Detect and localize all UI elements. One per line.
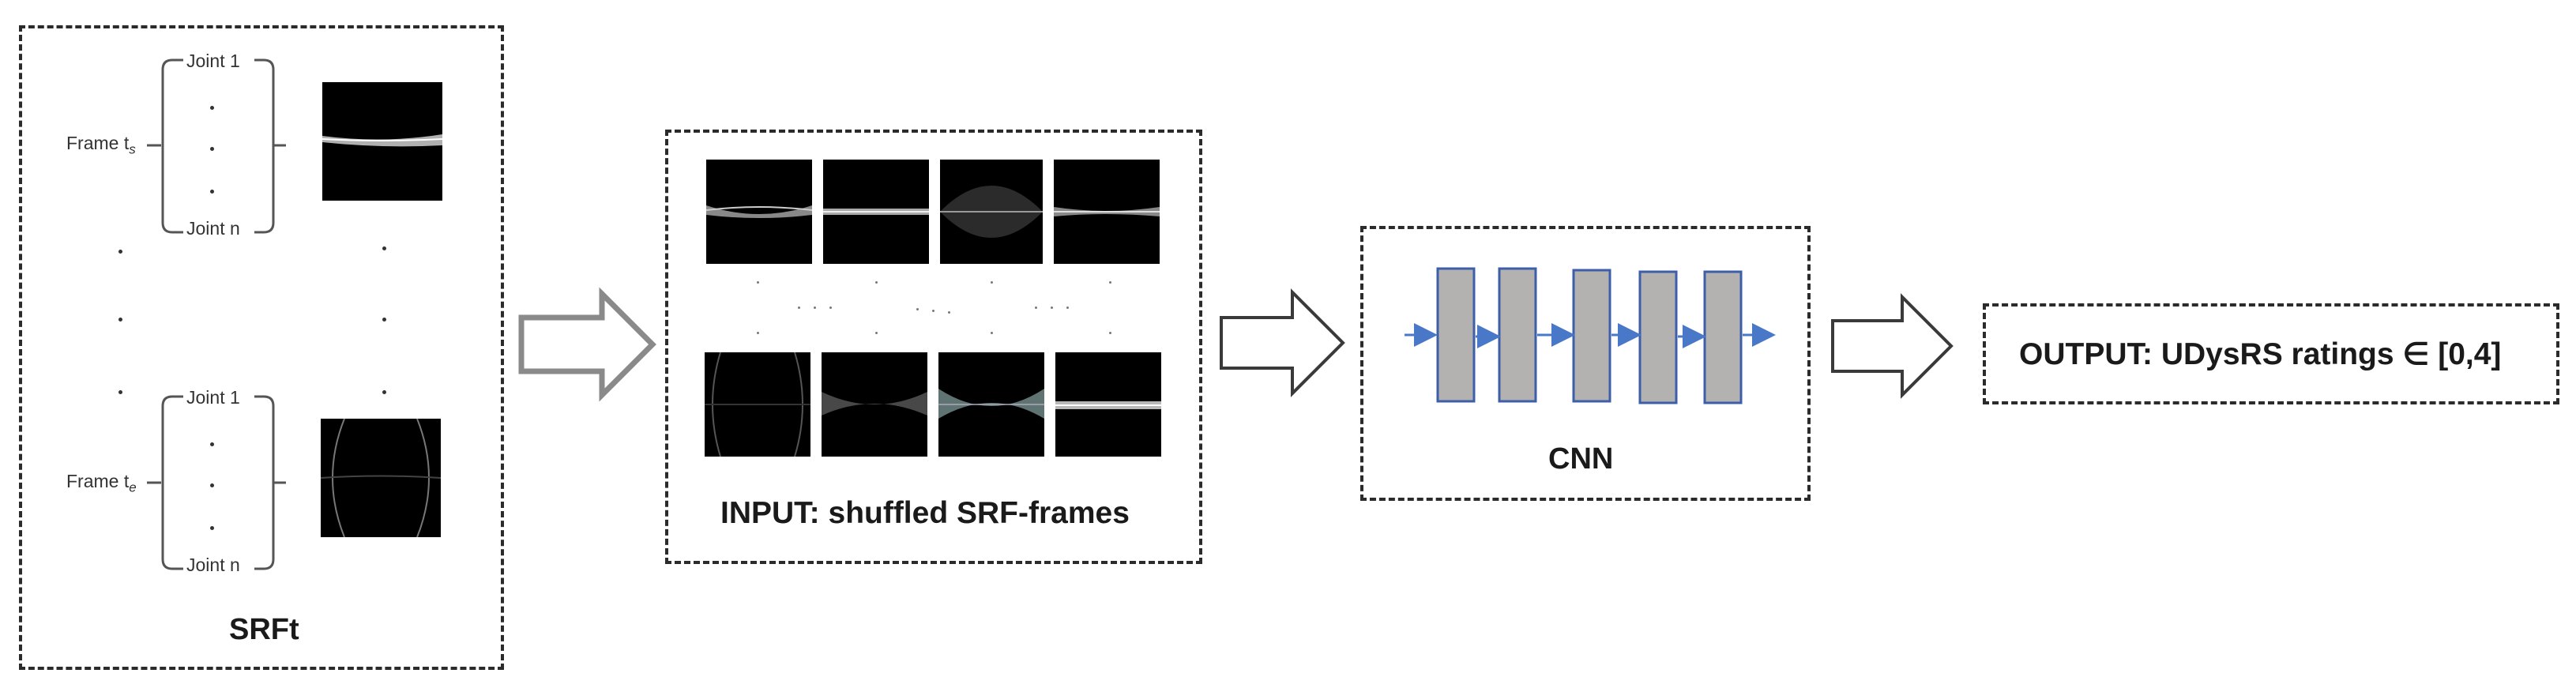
ellipsis-dot	[1051, 307, 1053, 309]
ellipsis-dot	[382, 246, 386, 250]
srf-image-frame-end	[321, 419, 441, 537]
ellipsis-dot	[118, 250, 122, 254]
cnn-layer-2	[1498, 267, 1537, 403]
srf-frame-4	[1054, 160, 1160, 264]
cnn-layer-3	[1572, 269, 1611, 403]
ellipsis-dot	[991, 281, 993, 284]
ellipsis-dot	[875, 281, 878, 284]
ellipsis-dot	[916, 308, 919, 310]
bracket-dot	[210, 442, 214, 446]
output-panel	[1983, 303, 2559, 404]
bracket-dot	[210, 483, 214, 487]
ellipsis-dot	[118, 318, 122, 322]
ellipsis-dot	[382, 318, 386, 322]
bracket-dot	[210, 147, 214, 151]
srf-frame-7	[938, 352, 1044, 457]
bracket-dot	[210, 106, 214, 110]
joint-1-bottom-label: Joint 1	[186, 387, 240, 408]
srft-panel	[19, 25, 504, 670]
joint-n-top-label: Joint n	[186, 218, 240, 239]
srf-image-frame-start	[322, 82, 442, 201]
input-panel	[665, 130, 1202, 564]
srf-frame-5	[705, 352, 810, 457]
srft-title: SRFt	[229, 613, 299, 646]
ellipsis-dot	[1035, 307, 1037, 309]
srf-frame-3	[940, 160, 1043, 264]
cnn-panel	[1360, 226, 1811, 501]
ellipsis-dot	[118, 390, 122, 394]
ellipsis-dot	[1109, 281, 1111, 284]
cnn-title: CNN	[1548, 442, 1614, 476]
srf-frame-8	[1055, 352, 1161, 457]
input-title: INPUT: shuffled SRF-frames	[720, 496, 1130, 530]
ellipsis-dot	[875, 332, 878, 334]
bracket-dot	[210, 526, 214, 530]
ellipsis-dot	[1109, 332, 1111, 334]
ellipsis-dot	[814, 307, 816, 309]
ellipsis-dot	[948, 311, 950, 314]
ellipsis-dot	[757, 281, 759, 284]
srf-frame-6	[822, 352, 927, 457]
ellipsis-dot	[798, 307, 800, 309]
ellipsis-dot	[932, 310, 935, 312]
ellipsis-dot	[757, 332, 759, 334]
joint-1-top-label: Joint 1	[186, 51, 240, 71]
cnn-layer-1	[1436, 267, 1476, 403]
bracket-dot	[210, 190, 214, 194]
ellipsis-dot	[1066, 307, 1069, 309]
ellipsis-dot	[382, 390, 386, 394]
frame-start-label: Frame ts	[66, 133, 136, 157]
frame-end-label: Frame te	[66, 471, 137, 495]
srf-frame-1	[706, 160, 812, 264]
output-title: OUTPUT: UDysRS ratings ∈ [0,4]	[2019, 337, 2502, 371]
joint-n-bottom-label: Joint n	[186, 555, 240, 575]
ellipsis-dot	[829, 307, 832, 309]
ellipsis-dot	[991, 332, 993, 334]
srf-frame-2	[823, 160, 929, 264]
